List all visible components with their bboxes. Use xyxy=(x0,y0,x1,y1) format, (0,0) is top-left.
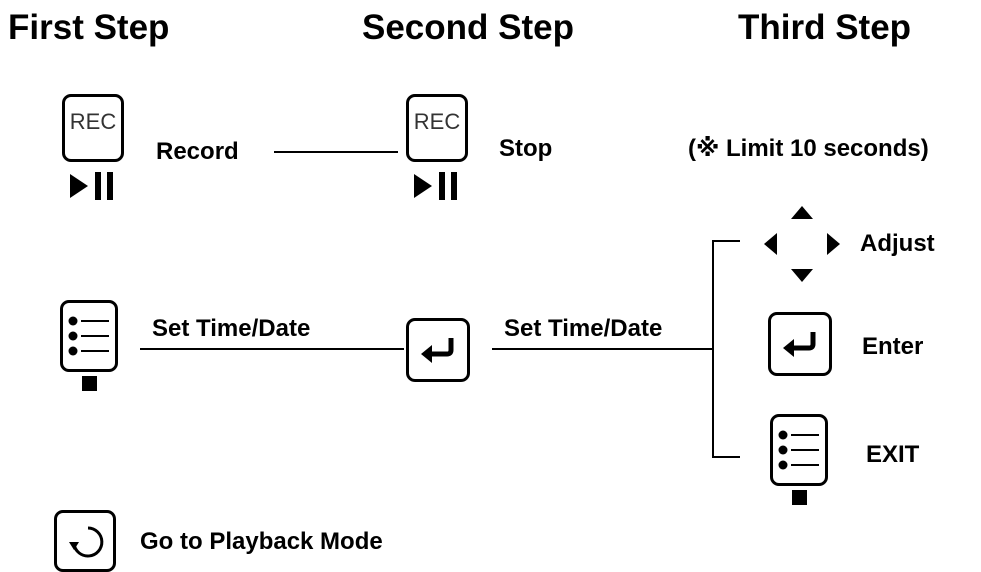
record-label: Record xyxy=(156,138,239,165)
enter-return-icon xyxy=(421,338,454,363)
stop-square-icon xyxy=(82,376,97,391)
rec-button-label: REC xyxy=(69,109,117,134)
bracket-line xyxy=(712,240,714,458)
connector-line xyxy=(492,348,714,350)
playback-label: Go to Playback Mode xyxy=(140,528,383,555)
adjust-label: Adjust xyxy=(860,230,935,257)
third-step-heading: Third Step xyxy=(738,8,912,47)
rec-button-stop[interactable]: REC xyxy=(406,94,468,162)
rec-button[interactable]: REC xyxy=(62,94,124,162)
play-pause-icon xyxy=(414,172,457,200)
enter-button-confirm[interactable] xyxy=(768,312,832,376)
first-step-heading: First Step xyxy=(8,8,170,47)
exit-menu-button[interactable] xyxy=(770,414,828,486)
play-pause-icon xyxy=(70,172,113,200)
second-step-heading: Second Step xyxy=(362,8,574,47)
menu-list-icon xyxy=(778,430,819,470)
direction-arrows-icon[interactable] xyxy=(764,206,840,282)
set-time-date-label-2: Set Time/Date xyxy=(504,315,663,342)
set-time-date-label-1: Set Time/Date xyxy=(152,315,311,342)
connector-line xyxy=(274,151,398,153)
stop-label: Stop xyxy=(499,135,553,162)
playback-button[interactable] xyxy=(54,510,116,572)
exit-label: EXIT xyxy=(866,441,920,468)
bracket-line xyxy=(712,456,740,458)
connector-line xyxy=(140,348,404,350)
bracket-line xyxy=(712,240,740,242)
rotate-refresh-icon xyxy=(69,526,104,558)
menu-button[interactable] xyxy=(60,300,118,372)
enter-label: Enter xyxy=(862,333,924,360)
stop-square-icon xyxy=(792,490,807,505)
enter-return-icon xyxy=(783,332,816,357)
limit-note: (※ Limit 10 seconds) xyxy=(688,135,929,162)
rec-button-label: REC xyxy=(413,109,461,134)
enter-button[interactable] xyxy=(406,318,470,382)
menu-list-icon xyxy=(68,316,109,356)
